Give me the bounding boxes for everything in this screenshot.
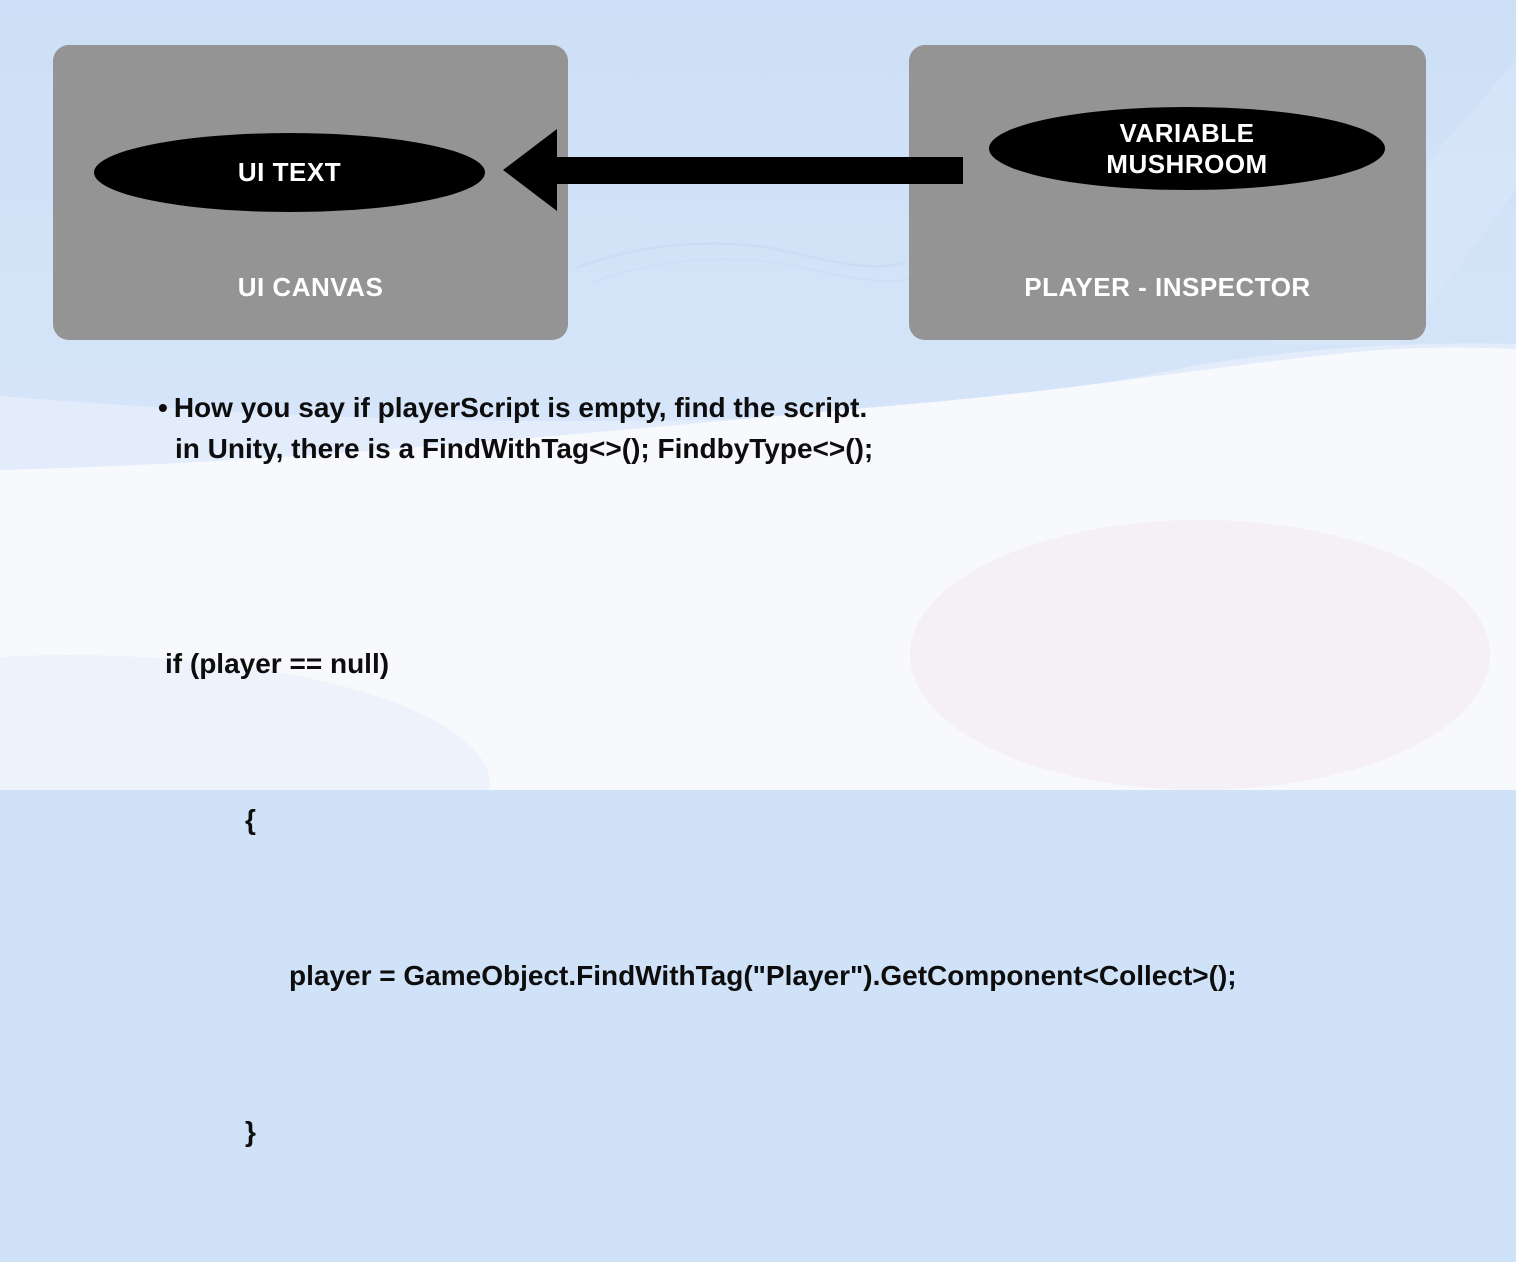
bullet-marker: •: [158, 392, 168, 423]
ui-text-label: UI TEXT: [237, 157, 342, 187]
ui-text-ellipse: UI TEXT: [94, 133, 485, 212]
bullet-note-line: • How you say if playerScript is empty, …: [158, 387, 873, 428]
ui-canvas-label: UI CANVAS: [237, 272, 384, 302]
bullet-note-text-2: in Unity, there is a FindWithTag<>(); Fi…: [175, 433, 874, 464]
background-pink-tint: [910, 520, 1490, 790]
code-line-open-brace: {: [245, 804, 256, 835]
background-blue-tint: [0, 655, 490, 790]
code-snippet: if (player == null) { player = GameObjec…: [165, 534, 1237, 1262]
variable-label-line: VARIABLE: [1119, 117, 1255, 148]
background-waves: [0, 242, 1516, 790]
bullet-note-text-1: How you say if playerScript is empty, fi…: [173, 392, 868, 423]
code-line-if: if (player == null): [165, 648, 390, 679]
player-inspector-label: PLAYER - INSPECTOR: [1024, 272, 1311, 302]
variable-mushroom-ellipse: VARIABLE MUSHROOM: [989, 107, 1385, 190]
bullet-note: • How you say if playerScript is empty, …: [158, 387, 873, 469]
arrow-shape: [503, 129, 963, 211]
background-ripple: [574, 242, 906, 270]
slide: UI TEXT UI CANVAS VARIABLE MUSHROOM PLAY…: [0, 0, 1516, 1147]
code-line-close-brace: }: [245, 1116, 256, 1147]
background-ripple: [589, 258, 926, 284]
arrow-right-to-left: [503, 129, 963, 211]
player-inspector-box: VARIABLE MUSHROOM PLAYER - INSPECTOR: [909, 45, 1426, 340]
code-line-assignment: player = GameObject.FindWithTag("Player"…: [289, 960, 1237, 991]
mushroom-label-line: MUSHROOM: [1106, 148, 1268, 179]
ui-canvas-box: UI TEXT UI CANVAS: [53, 45, 568, 340]
